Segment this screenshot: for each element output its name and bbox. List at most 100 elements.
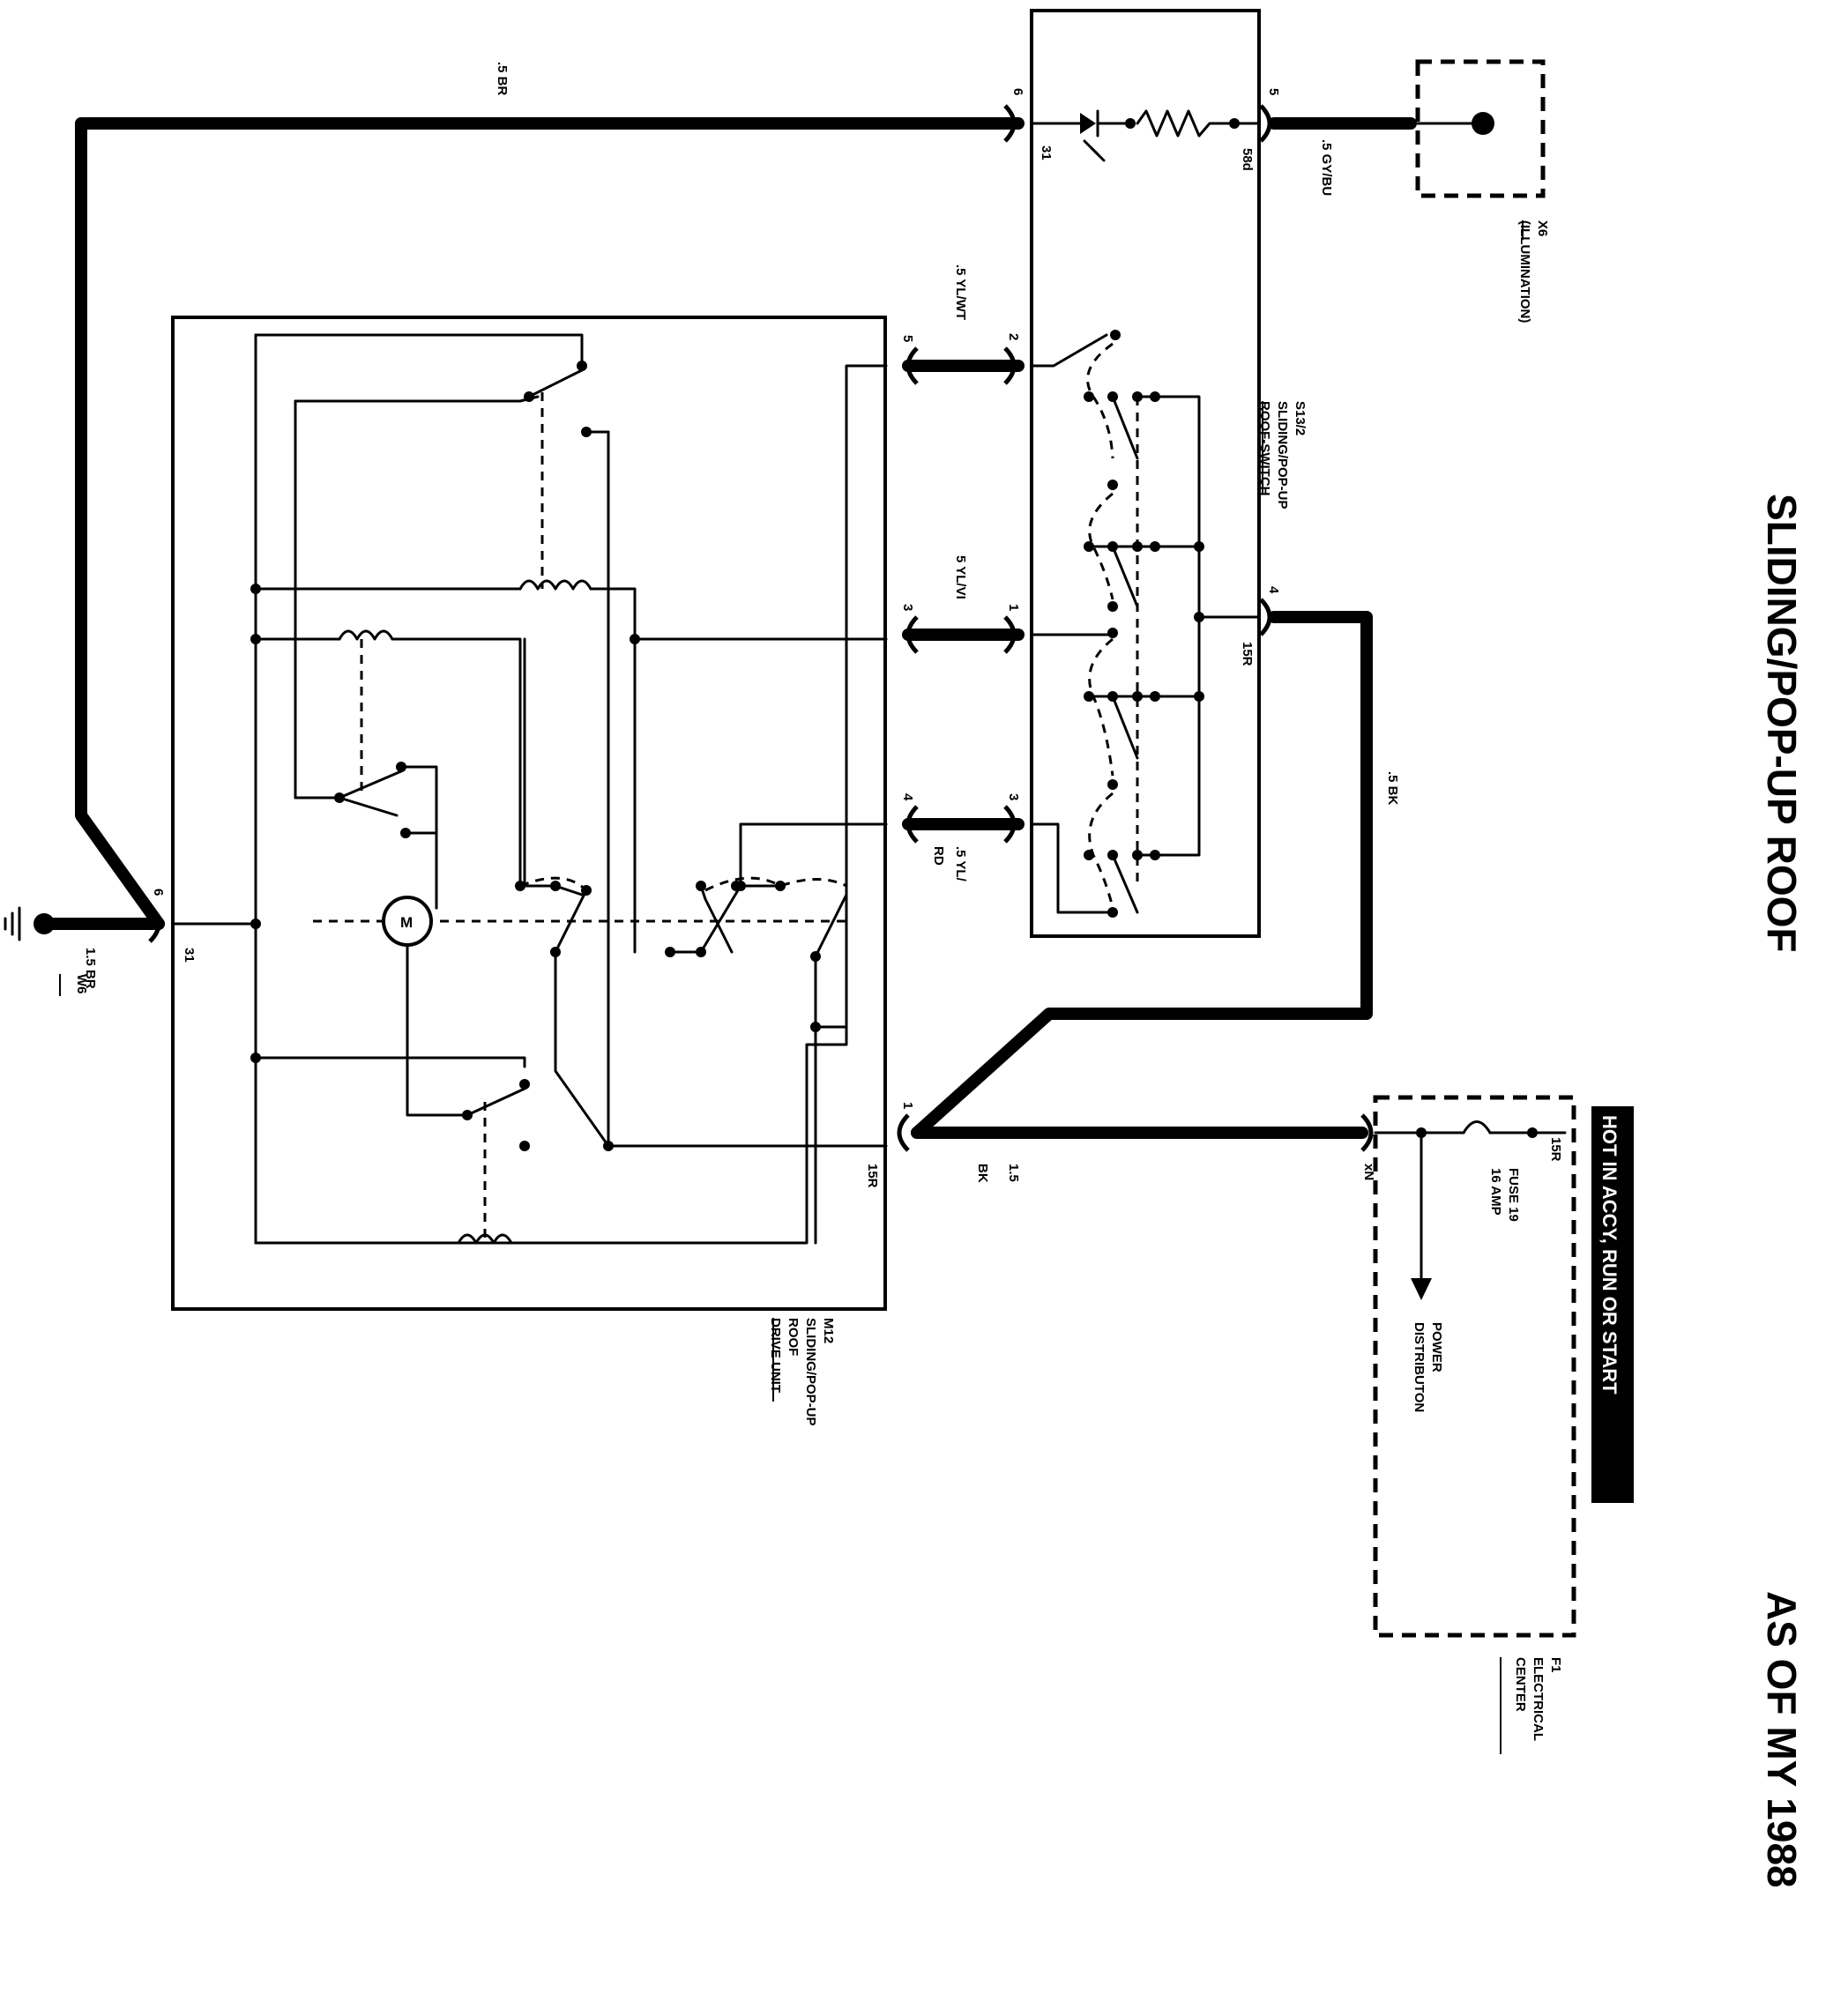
svg-text:15R: 15R [865, 1164, 880, 1188]
wire-br-top [75, 117, 1025, 930]
svg-text:DRIVE UNIT: DRIVE UNIT [768, 1318, 783, 1393]
svg-text:FUSE 19: FUSE 19 [1506, 1168, 1521, 1222]
svg-text:W6: W6 [74, 974, 89, 994]
svg-text:5: 5 [1266, 88, 1281, 95]
svg-text:2: 2 [1006, 333, 1021, 340]
x6-label: X6 (ILLUMINATION) [1517, 220, 1550, 323]
wire-label-br-top: .5 BR [495, 62, 510, 96]
svg-text:SLIDING/POP-UP: SLIDING/POP-UP [803, 1318, 818, 1426]
svg-text:.5 YL/WT: .5 YL/WT [953, 264, 968, 320]
svg-text:1.5 BR: 1.5 BR [83, 948, 98, 989]
svg-text:3: 3 [900, 604, 915, 611]
svg-text:DISTRIBUTON: DISTRIBUTON [1412, 1322, 1427, 1412]
fuse-label: FUSE 19 16 AMP [1488, 1168, 1521, 1222]
diagram-title: SLIDING/POP-UP ROOF [1759, 494, 1805, 953]
svg-text:.5 BR: .5 BR [495, 62, 510, 96]
svg-text:POWER: POWER [1429, 1322, 1444, 1372]
pin-s13-5: 5 [1266, 88, 1281, 95]
svg-text:CENTER: CENTER [1513, 1657, 1528, 1712]
wire-label-bk-bottom: 1.5 [1006, 1164, 1021, 1182]
svg-text:58d: 58d [1240, 148, 1255, 171]
svg-text:6: 6 [1010, 88, 1025, 95]
label-underlines [59, 220, 1524, 1754]
svg-text:M: M [400, 914, 413, 931]
wire-label-yl-wt: .5 YL/WT [953, 264, 968, 320]
pin-m12-31: 31 [182, 948, 197, 963]
pin-s13-6: 6 [1010, 88, 1025, 95]
svg-text:S13/2: S13/2 [1293, 401, 1308, 435]
connectors [148, 104, 1374, 1152]
svg-text:1: 1 [1006, 604, 1021, 611]
w6-label: W6 [74, 974, 89, 994]
svg-text:1.5: 1.5 [1006, 1164, 1021, 1182]
svg-text:.5 BK: .5 BK [1385, 771, 1400, 806]
m12-drive-unit-box [171, 316, 887, 1311]
svg-text:X6: X6 [1535, 220, 1550, 236]
wire-label-yl-vi: 5 YL/VI [953, 555, 968, 599]
svg-text:6: 6 [151, 889, 166, 896]
svg-text:RD: RD [931, 846, 946, 866]
pin-s13-1: 1 [1006, 604, 1021, 611]
s13-label: S13/2 SLIDING/POP-UP ROOF-SWITCH [1257, 401, 1308, 510]
s13-switch-contacts [1030, 330, 1261, 918]
s13-lamp-circuit [1030, 109, 1261, 162]
pin-s13-4: 4 [1266, 586, 1281, 594]
wire-label-gy-bu: .5 GY/BU [1319, 139, 1334, 196]
pin-m12-15r: 15R [865, 1164, 880, 1188]
x6-terminal [1472, 112, 1494, 135]
wire-label-rd: RD [931, 846, 946, 866]
pin-f1-15r: 15R [1548, 1137, 1563, 1162]
m12-label: M12 SLIDING/POP-UP ROOF DRIVE UNIT [768, 1318, 836, 1426]
m12-internal-wiring: M [171, 333, 888, 1245]
f1-electrical-center-box [1373, 1095, 1576, 1638]
svg-text:AS OF MY 1988: AS OF MY 1988 [1759, 1591, 1805, 1888]
svg-text:5 YL/VI: 5 YL/VI [953, 555, 968, 599]
svg-text:ROOF: ROOF [786, 1318, 801, 1356]
x6-illumination-box [1415, 59, 1546, 198]
hot-banner: HOT IN ACCY, RUN OR START [1591, 1106, 1634, 1503]
pin-s13-2: 2 [1006, 333, 1021, 340]
pin-f1-xn: xN [1361, 1164, 1376, 1180]
f1-label: F1 ELECTRICAL CENTER [1513, 1657, 1563, 1741]
svg-text:1: 1 [900, 1102, 915, 1109]
pin-m12-6: 6 [151, 889, 166, 896]
svg-text:ELECTRICAL: ELECTRICAL [1531, 1657, 1546, 1741]
f1-internals [1374, 1120, 1567, 1300]
svg-text:16 AMP: 16 AMP [1488, 1168, 1503, 1216]
svg-text:F1: F1 [1548, 1657, 1563, 1673]
svg-text:5: 5 [900, 335, 915, 342]
power-distribution-label: POWER DISTRIBUTON [1412, 1322, 1444, 1412]
pin-m12-5: 5 [900, 335, 915, 342]
svg-text:.5 YL/: .5 YL/ [953, 846, 968, 882]
svg-text:(ILLUMINATION): (ILLUMINATION) [1517, 220, 1532, 323]
svg-text:SLIDING/POP-UP ROOF: SLIDING/POP-UP ROOF [1759, 494, 1805, 953]
svg-text:3: 3 [1006, 793, 1021, 800]
svg-text:SLIDING/POP-UP: SLIDING/POP-UP [1275, 401, 1290, 510]
pin-m12-1: 1 [900, 1102, 915, 1109]
svg-text:15R: 15R [1240, 642, 1255, 666]
svg-text:4: 4 [1266, 586, 1281, 594]
wire-label-yl-rd: .5 YL/ [953, 846, 968, 882]
diagram-subtitle: AS OF MY 1988 [1759, 1591, 1805, 1888]
pin-s13-58d: 58d [1240, 148, 1255, 171]
svg-text:M12: M12 [821, 1318, 836, 1343]
svg-text:xN: xN [1361, 1164, 1376, 1180]
wire-label-br-ground: 1.5 BR [83, 948, 98, 989]
pin-m12-3: 3 [900, 604, 915, 611]
svg-text:.5 GY/BU: .5 GY/BU [1319, 139, 1334, 196]
pin-s13-3: 3 [1006, 793, 1021, 800]
pin-s13-15r: 15R [1240, 642, 1255, 666]
svg-text:4: 4 [900, 793, 915, 801]
svg-text:31: 31 [1039, 145, 1054, 160]
pin-m12-4: 4 [900, 793, 915, 801]
wire-bk-mid [911, 611, 1373, 1139]
wire-label-bk-mid: .5 BK [1385, 771, 1400, 806]
svg-text:31: 31 [182, 948, 197, 963]
svg-text:15R: 15R [1548, 1137, 1563, 1162]
wire-label-bk: BK [975, 1164, 990, 1183]
svg-text:ROOF-SWITCH: ROOF-SWITCH [1257, 401, 1272, 495]
pin-s13-31: 31 [1039, 145, 1054, 160]
s13-switch-box [1030, 9, 1261, 938]
svg-text:HOT IN ACCY, RUN OR START: HOT IN ACCY, RUN OR START [1598, 1115, 1621, 1395]
